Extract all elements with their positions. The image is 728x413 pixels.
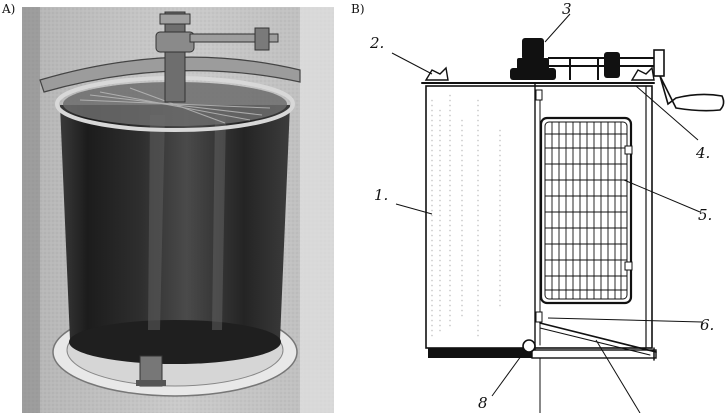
- tank-base: [428, 348, 532, 358]
- callout-1: 1.: [374, 186, 388, 204]
- drum-body: [60, 105, 290, 356]
- callout-5: 5.: [698, 206, 712, 224]
- tank-outer: [425, 85, 653, 349]
- callout-4: 4.: [695, 144, 710, 162]
- panel-b-label: B): [351, 2, 365, 16]
- drain-valve: [522, 339, 536, 353]
- crank-bearing: [604, 52, 620, 78]
- basket-mesh: [544, 121, 628, 300]
- callout-6: 6.: [700, 316, 714, 334]
- crank-handle: [659, 75, 725, 112]
- leg-frame: [539, 322, 657, 353]
- gearbox: [510, 38, 556, 80]
- crank-arm: [189, 33, 279, 43]
- lid-clamp-left: [424, 66, 449, 81]
- callout-8: 8: [478, 394, 488, 412]
- basket-frame: [539, 116, 633, 305]
- callout-3: 3: [562, 0, 572, 18]
- callout-2: 2.: [369, 34, 384, 52]
- lid-crossbar: [39, 56, 301, 93]
- panel-a-label: A): [2, 2, 16, 16]
- lid-clamp-right: [630, 66, 655, 81]
